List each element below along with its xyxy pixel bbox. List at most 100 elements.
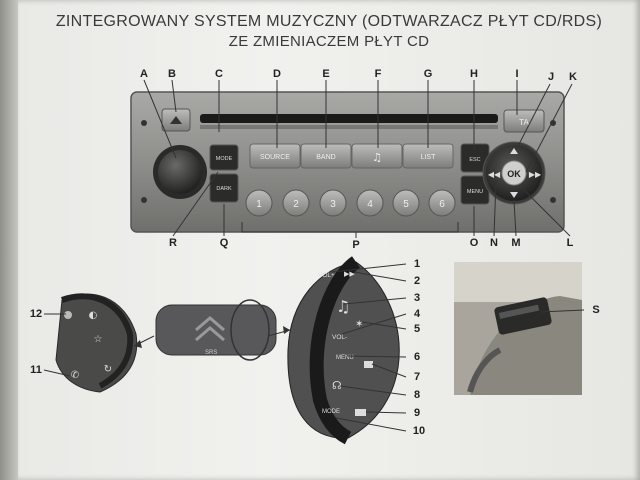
callout-q: Q <box>219 237 229 249</box>
arrow-down-icon <box>510 192 518 198</box>
callout-s: S <box>592 304 600 316</box>
callout-r: R <box>169 237 177 249</box>
callout-l: L <box>566 237 574 249</box>
mode-label: MODE <box>322 409 340 415</box>
callout-4: 4 <box>413 308 421 320</box>
screw <box>550 120 556 126</box>
menu-button-label: MENU <box>467 189 483 195</box>
cd-slot <box>200 114 498 123</box>
callout-2: 2 <box>413 275 421 287</box>
callout-f: F <box>374 68 382 80</box>
source-button-label: SOURCE <box>260 154 290 161</box>
zoom-ring-left <box>230 299 270 361</box>
callout-5: 5 <box>413 323 421 335</box>
callout-j: J <box>547 71 555 83</box>
dark-button-label: DARK <box>216 186 232 192</box>
callout-h: H <box>470 68 478 80</box>
arrow-left-icon <box>134 340 142 348</box>
callout-3: 3 <box>413 292 421 304</box>
mode-button <box>209 144 239 171</box>
preset-buttons: 1 2 3 4 5 6 <box>245 189 456 217</box>
callout-m: M <box>511 237 521 249</box>
console-photo-seat <box>470 296 582 395</box>
music-note-icon: ♫ <box>336 297 350 316</box>
callout-o: O <box>469 237 479 249</box>
steering-stalk-main <box>287 261 400 439</box>
title-line-2: ZE ZMIENIACZEM PŁYT CD <box>228 33 430 50</box>
audio-button <box>351 143 403 169</box>
callout-1: 1 <box>413 258 421 270</box>
preset-6-label: 6 <box>439 199 445 210</box>
preset-1-label: 1 <box>256 199 262 210</box>
volume-knob <box>158 150 202 194</box>
cd-slot-lip <box>200 125 498 129</box>
steering-hub <box>155 304 277 356</box>
preset-2-label: 2 <box>293 199 299 210</box>
seek-forward-icon: ▶▶ <box>529 170 542 179</box>
callout-11: 11 <box>30 364 42 376</box>
callout-a: A <box>140 68 148 80</box>
star-icon: ✶ <box>355 319 363 330</box>
callout-k: K <box>569 71 577 83</box>
steering-detail-left <box>55 293 138 393</box>
callout-p: P <box>352 239 360 251</box>
voice-command-icon: ☊ <box>332 379 342 392</box>
source-button <box>249 143 301 169</box>
console-photo-bg <box>454 262 582 302</box>
preset-3-label: 3 <box>330 199 336 210</box>
callout-g: G <box>423 68 433 80</box>
phone-icon: ✆ <box>71 370 79 381</box>
mute-icon <box>64 311 72 319</box>
preset-4-label: 4 <box>367 199 373 210</box>
console-photo-handle <box>467 347 502 393</box>
music-note-icon: ♫ <box>372 151 382 164</box>
refresh-icon: ↻ <box>104 364 112 375</box>
cd-changer-slot <box>498 304 540 319</box>
star-icon: ☆ <box>94 334 103 345</box>
steering-detail-rim <box>60 293 134 389</box>
page-title: ZINTEGROWANY SYSTEM MUZYCZNY (ODTWARZACZ… <box>18 12 640 52</box>
binding-edge <box>0 0 18 480</box>
callout-9: 9 <box>413 407 421 419</box>
esc-button-label: ESC <box>469 157 480 163</box>
callout-d: D <box>273 68 281 80</box>
brand-chevron-icon <box>195 326 225 342</box>
callout-s-line <box>539 309 585 313</box>
arrow-right-icon <box>283 326 290 334</box>
callout-n: N <box>490 237 498 249</box>
ta-button-label: TA <box>519 118 529 127</box>
srs-badge: SRS <box>205 350 217 356</box>
callout-b: B <box>168 68 176 80</box>
screw <box>141 197 147 203</box>
phone-key-icon <box>355 409 366 416</box>
band-button-label: BAND <box>316 154 335 161</box>
screw <box>141 120 147 126</box>
callout-6: 6 <box>413 351 421 363</box>
callout-7: 7 <box>413 371 421 383</box>
dark-button <box>209 173 239 203</box>
brand-chevron-icon <box>195 316 225 332</box>
seek-back-icon: ◀◀ <box>488 170 501 179</box>
callout-11-line <box>43 369 71 377</box>
preset-5-label: 5 <box>403 199 409 210</box>
menu-label: MENU <box>336 355 354 361</box>
steering-callout-lines <box>331 263 407 432</box>
callout-c: C <box>215 68 223 80</box>
ok-button <box>501 160 527 186</box>
radio-callout-lines <box>143 79 573 238</box>
callout-10: 10 <box>412 425 426 437</box>
vol-plus-label: VOL+ <box>318 272 335 279</box>
screw <box>550 197 556 203</box>
callout-e: E <box>322 68 330 80</box>
list-button-label: LIST <box>421 154 437 161</box>
ok-button-label: OK <box>507 169 521 179</box>
steering-rim-main <box>309 256 361 445</box>
callout-i: I <box>515 68 519 80</box>
arrow-up-icon <box>510 148 518 154</box>
title-line-1: ZINTEGROWANY SYSTEM MUZYCZNY (ODTWARZACZ… <box>55 13 603 30</box>
callout-8: 8 <box>413 389 421 401</box>
mode-button-label: MODE <box>216 156 233 162</box>
brightness-icon: ◐ <box>89 310 98 321</box>
ok-key-icon <box>364 361 373 368</box>
